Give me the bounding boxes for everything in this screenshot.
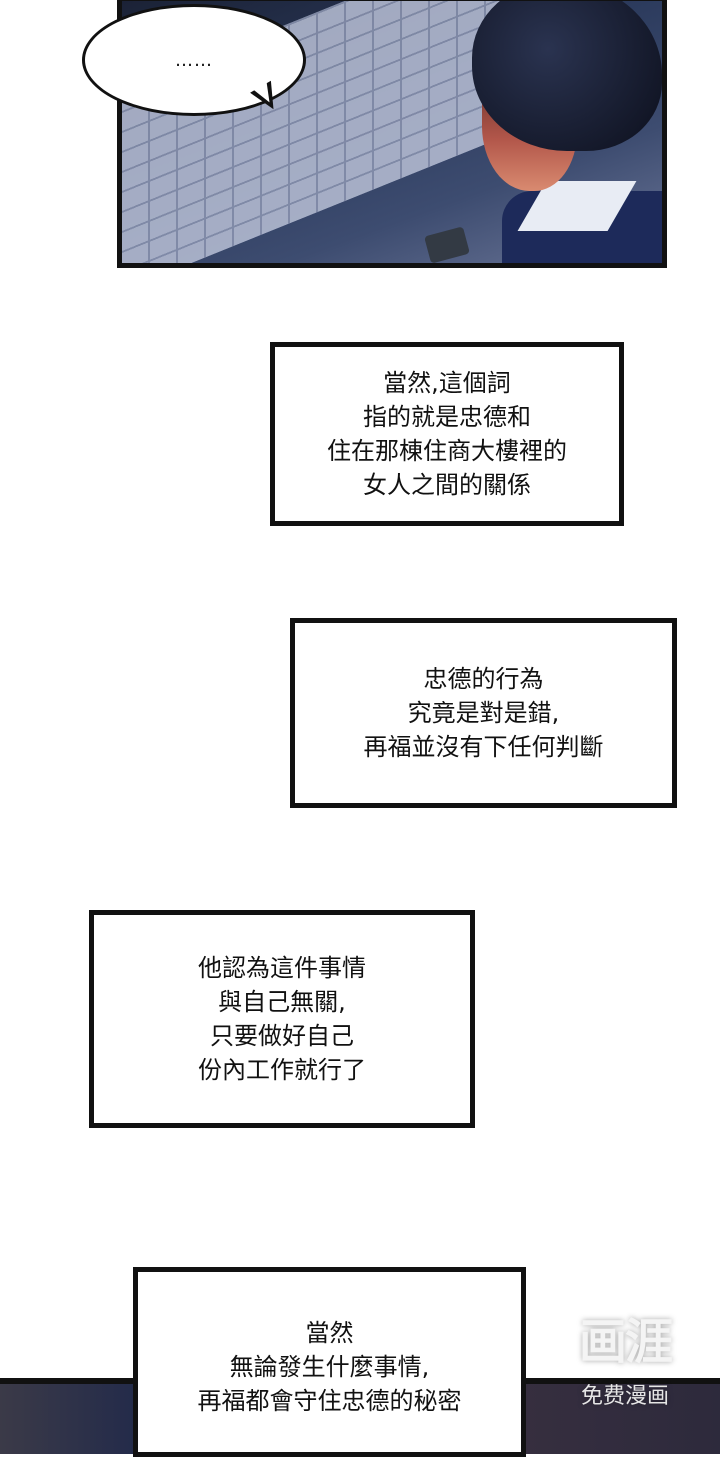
caption-line: 女人之間的關係	[363, 471, 531, 499]
caption-line: 無論發生什麼事情,	[229, 1353, 430, 1381]
caption-line: 究竟是對是錯,	[407, 699, 560, 727]
caption-line: 再福都會守住忠德的秘密	[197, 1387, 462, 1415]
speech-text: ……	[175, 49, 213, 71]
watermark: 画涯 免费漫画	[560, 1316, 690, 1410]
caption-line: 住在那棟住商大樓裡的	[327, 437, 567, 465]
caption-line: 份內工作就行了	[198, 1056, 366, 1084]
watermark-logo: 画涯	[578, 1314, 673, 1370]
caption-line: 再福並沒有下任何判斷	[363, 733, 604, 761]
caption-line: 他認為這件事情	[198, 954, 366, 982]
caption-line: 當然	[305, 1319, 354, 1347]
caption-box-1: 當然,這個詞 指的就是忠德和 住在那棟住商大樓裡的 女人之間的關係	[270, 342, 624, 526]
comic-panel-office-scene	[117, 0, 667, 268]
caption-line: 忠德的行為	[423, 665, 544, 693]
caption-box-4: 當然 無論發生什麼事情, 再福都會守住忠德的秘密	[133, 1267, 526, 1457]
watermark-subtitle: 免费漫画	[580, 1384, 669, 1409]
caption-line: 只要做好自己	[210, 1022, 354, 1050]
caption-line: 指的就是忠德和	[363, 403, 531, 431]
caption-box-3: 他認為這件事情 與自己無關, 只要做好自己 份內工作就行了	[89, 910, 475, 1128]
smartphone	[424, 226, 470, 263]
character-man-in-suit	[472, 1, 662, 263]
caption-box-2: 忠德的行為 究竟是對是錯, 再福並沒有下任何判斷	[290, 618, 677, 808]
caption-line: 與自己無關,	[218, 988, 346, 1016]
caption-line: 當然,這個詞	[383, 369, 511, 397]
